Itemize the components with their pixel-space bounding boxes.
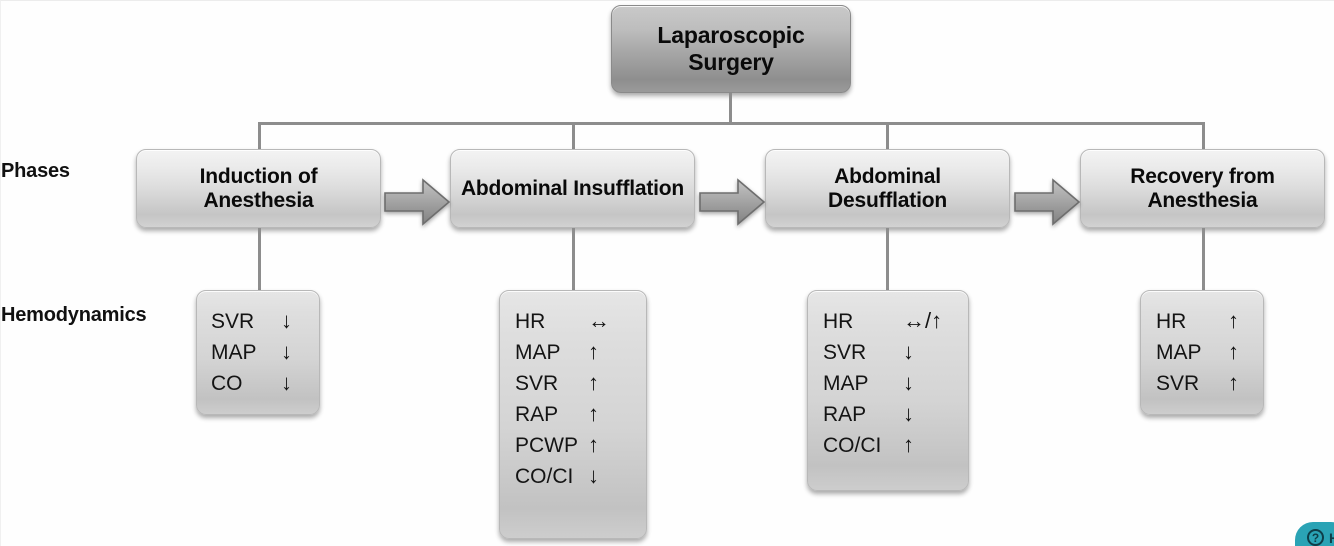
hemo-parameter: CO/CI: [823, 433, 882, 457]
right-arrow-icon-desufflation-to-recovery: [1014, 178, 1081, 226]
row-label-hemodynamics: Hemodynamics: [1, 304, 147, 326]
hemo-change: ↑: [1228, 338, 1239, 364]
hemo-parameter: MAP: [211, 340, 257, 364]
connector-induction-to-hemo: [258, 228, 261, 291]
hemo-parameter: HR: [515, 309, 546, 333]
hemo-row: CO/CI ↓: [515, 460, 646, 491]
node-phase-recovery[interactable]: Recovery from Anesthesia: [1080, 149, 1325, 228]
connector-horizontal-bus: [258, 122, 1205, 125]
hemo-change: ↑: [1228, 369, 1239, 395]
hemo-parameter: CO: [211, 371, 243, 395]
hemo-change: ↓: [281, 338, 292, 364]
hemo-parameter: SVR: [211, 309, 255, 333]
help-widget-label: H: [1329, 530, 1334, 546]
node-phase-insufflation-line1: Abdominal Insufflation: [460, 176, 685, 200]
node-phase-recovery-line1: Recovery from: [1130, 164, 1275, 188]
connector-bus-to-recovery: [1202, 122, 1205, 149]
hemo-box-desufflation[interactable]: HR ↔/↑ SVR ↓ MAP ↓ RAP ↓ CO/CI ↑: [807, 290, 969, 491]
hemo-change: ↓: [588, 462, 599, 488]
hemo-parameter: MAP: [823, 371, 869, 395]
hemo-parameter: PCWP: [515, 433, 578, 457]
hemo-row: SVR ↑: [1156, 367, 1263, 398]
connector-bus-to-insufflation: [572, 122, 575, 149]
hemo-row: SVR ↓: [211, 305, 319, 336]
hemo-row: RAP ↓: [823, 398, 968, 429]
connector-insufflation-to-hemo: [572, 228, 575, 291]
hemo-change: ↓: [281, 307, 292, 333]
connector-recovery-to-hemo: [1202, 228, 1205, 291]
hemo-row: HR ↑: [1156, 305, 1263, 336]
hemo-row: SVR ↑: [515, 367, 646, 398]
hemo-change: ↑: [1228, 307, 1239, 333]
hemo-change: ↑: [588, 431, 599, 457]
hemo-row: CO/CI ↑: [823, 429, 968, 460]
node-laparoscopic-surgery-label: Laparoscopic Surgery: [657, 22, 805, 75]
hemo-change: ↑: [588, 338, 599, 364]
connector-root-stem: [729, 93, 732, 124]
right-arrow-icon-insufflation-to-desufflation: [699, 178, 766, 226]
hemo-parameter: SVR: [515, 371, 559, 395]
hemo-row: HR ↔/↑: [823, 305, 968, 336]
hemo-row: CO ↓: [211, 367, 319, 398]
row-label-phases: Phases: [1, 160, 70, 182]
node-phase-recovery-line2: Anesthesia: [1147, 188, 1258, 212]
connector-desufflation-to-hemo: [886, 228, 889, 291]
hemo-box-recovery[interactable]: HR ↑ MAP ↑ SVR ↑: [1140, 290, 1264, 415]
hemo-row: MAP ↑: [1156, 336, 1263, 367]
node-phase-induction-line2: Anesthesia: [203, 188, 314, 212]
hemo-parameter: RAP: [515, 402, 559, 426]
node-phase-induction[interactable]: Induction of Anesthesia: [136, 149, 381, 228]
hemo-change: ↑: [903, 431, 914, 457]
hemo-parameter: MAP: [1156, 340, 1202, 364]
hemo-parameter: HR: [1156, 309, 1187, 333]
hemo-row: PCWP ↑: [515, 429, 646, 460]
node-laparoscopic-surgery[interactable]: Laparoscopic Surgery: [611, 5, 851, 93]
hemo-parameter: MAP: [515, 340, 561, 364]
node-phase-induction-line1: Induction of: [199, 164, 318, 188]
hemo-row: RAP ↑: [515, 398, 646, 429]
question-mark-circle-icon: ?: [1307, 529, 1324, 546]
node-phase-desufflation-line1: Abdominal: [834, 164, 941, 188]
hemo-change: ↔/↑: [903, 307, 943, 333]
hemo-change: ↔: [588, 307, 610, 333]
hemo-row: MAP ↓: [823, 367, 968, 398]
node-phase-desufflation-line2: Desufflation: [828, 188, 947, 212]
hemo-parameter: CO/CI: [515, 464, 574, 488]
node-phase-desufflation[interactable]: Abdominal Desufflation: [765, 149, 1010, 228]
hemo-box-induction[interactable]: SVR ↓ MAP ↓ CO ↓: [196, 290, 320, 415]
hemo-change: ↓: [903, 338, 914, 364]
connector-bus-to-induction: [258, 122, 261, 149]
hemo-change: ↓: [903, 400, 914, 426]
hemo-parameter: RAP: [823, 402, 867, 426]
hemo-row: HR ↔: [515, 305, 646, 336]
right-arrow-icon-induction-to-insufflation: [384, 178, 451, 226]
hemo-parameter: SVR: [1156, 371, 1200, 395]
hemo-change: ↑: [588, 400, 599, 426]
node-phase-insufflation[interactable]: Abdominal Insufflation: [450, 149, 695, 228]
hemo-parameter: SVR: [823, 340, 867, 364]
hemo-change: ↓: [903, 369, 914, 395]
hemo-row: MAP ↑: [515, 336, 646, 367]
hemo-box-insufflation[interactable]: HR ↔ MAP ↑ SVR ↑ RAP ↑ PCWP ↑ CO/CI ↓: [499, 290, 647, 539]
hemo-parameter: HR: [823, 309, 854, 333]
hemo-change: ↑: [588, 369, 599, 395]
connector-bus-to-desufflation: [886, 122, 889, 149]
hemo-row: SVR ↓: [823, 336, 968, 367]
help-widget[interactable]: ? H: [1295, 522, 1334, 546]
hemo-change: ↓: [281, 369, 292, 395]
hemo-row: MAP ↓: [211, 336, 319, 367]
